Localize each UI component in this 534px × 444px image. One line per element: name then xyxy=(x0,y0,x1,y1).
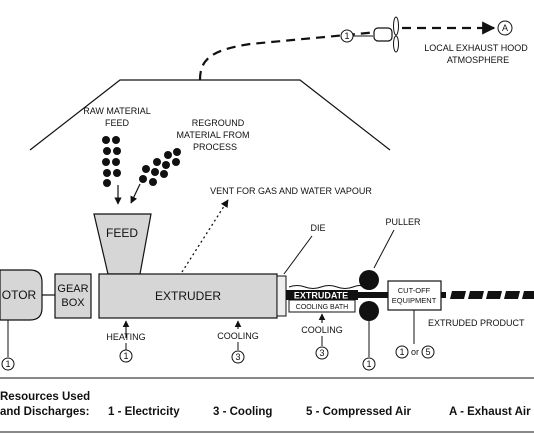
exhaust-destination-badge-text: A xyxy=(502,23,508,33)
legend-item-exhaust-air: A - Exhaust Air xyxy=(449,406,531,418)
motor-label: OTOR xyxy=(2,288,37,302)
feed-label: FEED xyxy=(106,226,138,240)
extrudate-label: EXTRUDATE xyxy=(294,291,348,301)
bath-cooling-badge xyxy=(315,346,329,360)
local-exhaust-label-line1: LOCAL EXHAUST HOOD xyxy=(424,43,528,53)
puller-electricity-badge-text: 1 xyxy=(366,359,371,369)
extruder-label: EXTRUDER xyxy=(155,289,221,303)
exhaust-destination-badge xyxy=(497,20,513,36)
exhaust-hood-outline xyxy=(29,79,391,151)
extruded-product-label: EXTRUDED PRODUCT xyxy=(428,318,525,328)
heating-electricity-badge xyxy=(119,349,133,363)
cut-off-air-badge-text: 5 xyxy=(425,347,430,357)
extruder-cooling-label: COOLING xyxy=(217,331,259,341)
die-label: DIE xyxy=(310,223,325,233)
cut-off-label-line1: CUT-OFF xyxy=(398,286,431,295)
exhaust-electricity-badge-text: 1 xyxy=(344,31,349,41)
cooling-bath-water xyxy=(288,285,364,289)
die-pointer xyxy=(283,235,313,275)
extrudate-strand xyxy=(286,290,358,300)
reground-feed-arrow xyxy=(130,183,141,204)
heating-electricity-badge-text: 1 xyxy=(123,351,128,361)
reground-label-line2: MATERIAL FROM xyxy=(176,130,249,140)
cut-off-label-line2: EQUIPMENT xyxy=(392,296,437,305)
heating-label: HEATING xyxy=(106,332,145,342)
reground-label-line1: REGROUND xyxy=(192,118,245,128)
raw-material-pellets-icon xyxy=(102,136,121,187)
extruder-cooling-badge-text: 3 xyxy=(235,352,240,362)
legend-item-compressed-air: 5 - Compressed Air xyxy=(306,406,412,418)
extruder-die xyxy=(276,275,287,317)
raw-material-label-line2: FEED xyxy=(105,118,130,128)
bath-cooling-label: COOLING xyxy=(301,325,343,335)
exhaust-electricity-badge xyxy=(340,29,354,43)
reground-label-line3: PROCESS xyxy=(193,142,237,152)
vent-arrow-dotted xyxy=(181,199,229,273)
cut-off-equipment xyxy=(387,280,442,311)
cooling-bath-label: COOLING BATH xyxy=(296,304,348,311)
motor-electricity-badge xyxy=(1,357,15,371)
extruder-cooling-badge xyxy=(231,350,245,364)
legend-title-line1: Resources Used xyxy=(0,391,90,403)
raw-material-label-line1: RAW MATERIAL xyxy=(83,106,151,116)
extrudate-through-puller xyxy=(356,292,384,298)
motor-body xyxy=(0,269,43,321)
gear-box xyxy=(54,273,92,319)
puller-roller-top xyxy=(359,270,379,290)
vent-label: VENT FOR GAS AND WATER VAPOUR xyxy=(210,186,372,196)
cooling-bath xyxy=(288,299,356,313)
puller-label: PULLER xyxy=(385,217,421,227)
cut-off-electricity-badge xyxy=(395,345,409,359)
local-exhaust-label-line2: ATMOSPHERE xyxy=(447,55,509,65)
reground-pellets-icon xyxy=(139,148,181,186)
gear-box-label-line2: BOX xyxy=(61,297,85,309)
cut-off-electricity-badge-text: 1 xyxy=(399,347,404,357)
puller-roller-bottom xyxy=(359,301,379,321)
cut-off-air-badge xyxy=(421,345,435,359)
exhaust-duct-dashed xyxy=(198,30,379,81)
cut-off-or-label: or xyxy=(411,347,419,357)
legend-item-electricity: 1 - Electricity xyxy=(108,406,180,418)
puller-electricity-badge xyxy=(362,357,376,371)
gear-box-label-line1: GEAR xyxy=(57,283,88,295)
legend-item-cooling: 3 - Cooling xyxy=(213,406,272,418)
legend-title-line2: and Discharges: xyxy=(0,406,89,418)
puller-pointer xyxy=(373,229,395,269)
bath-cooling-badge-text: 3 xyxy=(319,348,324,358)
motor-electricity-badge-text: 1 xyxy=(5,359,10,369)
exhaust-fan-icon xyxy=(373,16,399,53)
extruded-product-segments xyxy=(384,291,534,299)
feed-hopper xyxy=(93,213,152,275)
